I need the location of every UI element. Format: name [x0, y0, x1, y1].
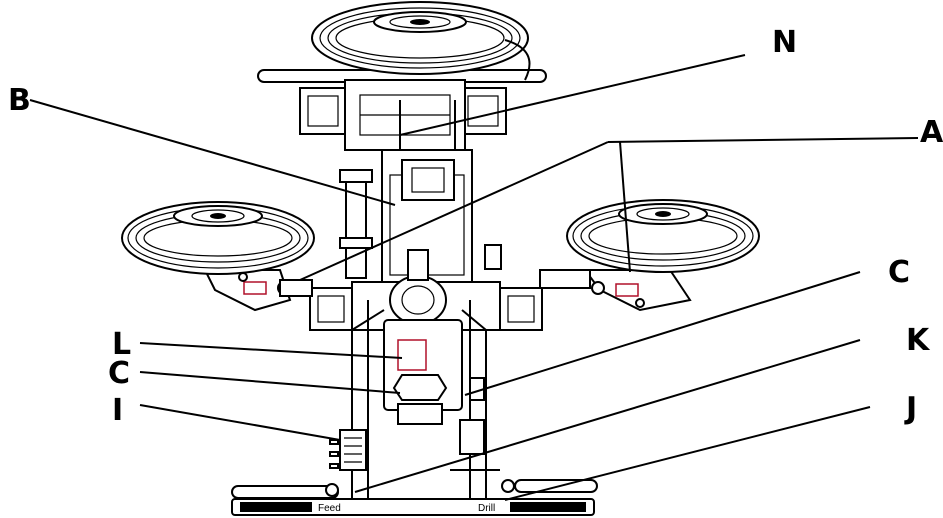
callout-j: J — [904, 391, 917, 426]
base-bar: Feed Drill — [231, 498, 595, 516]
callout-c-left: C — [108, 356, 130, 391]
callout-a: A — [920, 115, 943, 150]
callout-b: B — [8, 83, 31, 118]
drill-label: Drill — [478, 503, 495, 514]
left-wheel — [121, 201, 315, 312]
top-bracket — [299, 79, 507, 151]
callout-n: N — [772, 25, 797, 60]
feed-label: Feed — [318, 503, 341, 514]
motor — [383, 249, 463, 425]
callout-c-right: C — [888, 255, 910, 290]
callout-k: K — [906, 323, 931, 358]
top-wheel — [257, 1, 547, 83]
handles — [231, 479, 598, 499]
leader-lines — [29, 54, 919, 501]
callout-l: L — [112, 327, 131, 362]
right-wheel — [566, 199, 760, 312]
callout-labels: N B A C L K C I J — [8, 25, 943, 428]
callout-i: I — [112, 393, 123, 428]
depth-scale — [329, 429, 367, 471]
